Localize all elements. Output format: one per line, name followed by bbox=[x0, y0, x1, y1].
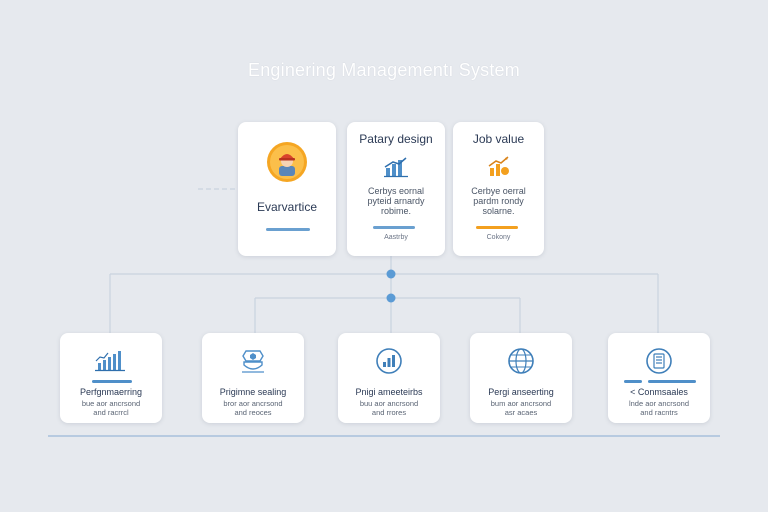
card-footer: Aastrby bbox=[384, 234, 408, 241]
bottom-card-1[interactable]: Perfgnmaerring bue aor ancrsond and racr… bbox=[60, 333, 162, 423]
growth-chart-icon bbox=[60, 347, 162, 373]
card-title: Pnigi ameeteirbs bbox=[355, 387, 423, 397]
bottom-card-4[interactable]: Pergi anseerting bum aor ancrsond asr ac… bbox=[470, 333, 572, 423]
card-heading: Patary design bbox=[359, 132, 433, 146]
top-card-job-value[interactable]: Job value Cerbye oerral pardm rondy sola… bbox=[453, 122, 544, 256]
connector-node-lower bbox=[386, 293, 396, 303]
card-title-prefix: < bbox=[630, 387, 636, 397]
card-title-text: Conmsaales bbox=[637, 387, 688, 397]
card-description: Cerbys eornal pyteid arnardy robime. bbox=[367, 186, 425, 216]
coins-chart-icon bbox=[453, 156, 544, 178]
page-title: Enginering Managementı System bbox=[248, 60, 520, 80]
card-underline-bar bbox=[92, 380, 132, 383]
card-heading: Job value bbox=[472, 132, 525, 146]
card-underline-bar-short bbox=[624, 380, 642, 383]
card-heading: Evarvartice bbox=[256, 200, 318, 214]
card-title: Prigimne sealing bbox=[219, 387, 287, 397]
engineer-avatar-icon bbox=[238, 140, 336, 184]
card-underline-bar bbox=[266, 228, 310, 231]
card-description: bue aor ancrsond and racrrcl bbox=[81, 399, 141, 417]
card-description: bror aor ancrsond and reoces bbox=[223, 399, 283, 417]
bar-chart-icon bbox=[347, 156, 445, 178]
card-description: Cerbye oerral pardm rondy solarne. bbox=[471, 186, 526, 216]
card-description: lnde aor ancrsond and racntrs bbox=[628, 399, 690, 417]
circle-chart-icon bbox=[338, 347, 440, 375]
card-description: buu aor ancrsond and rrores bbox=[359, 399, 419, 417]
bottom-card-5[interactable]: < Conmsaales lnde aor ancrsond and racnt… bbox=[608, 333, 710, 423]
card-title: Pergi anseerting bbox=[488, 387, 554, 397]
bottom-card-2[interactable]: Prigimne sealing bror aor ancrsond and r… bbox=[202, 333, 304, 423]
top-card-patary-design[interactable]: Patary design Cerbys eornal pyteid arnar… bbox=[347, 122, 445, 256]
shield-badge-icon bbox=[202, 347, 304, 375]
globe-grid-icon bbox=[470, 347, 572, 375]
card-description: bum aor ancrsond asr acaes bbox=[490, 399, 552, 417]
connector-node-upper bbox=[386, 269, 396, 279]
card-underline-bar bbox=[476, 226, 518, 229]
list-doc-icon bbox=[608, 347, 710, 375]
card-title: Perfgnmaerring bbox=[79, 387, 143, 397]
card-footer: Cokony bbox=[486, 234, 511, 241]
card-underline-bar bbox=[373, 226, 415, 229]
card-title: < Conmsaales bbox=[608, 387, 710, 397]
card-underline-bar bbox=[648, 380, 696, 383]
bottom-card-3[interactable]: Pnigi ameeteirbs buu aor ancrsond and rr… bbox=[338, 333, 440, 423]
top-card-evarvartice[interactable]: Evarvartice bbox=[238, 122, 336, 256]
